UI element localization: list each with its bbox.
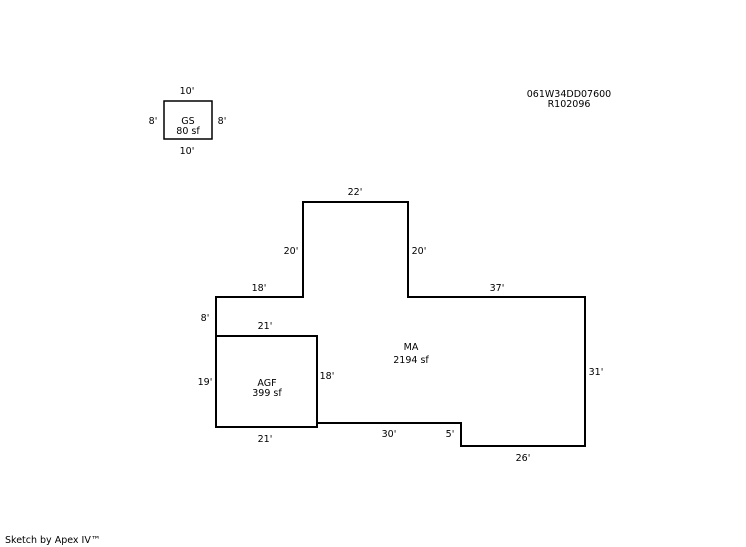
- dim-ma-step-left: 18': [252, 283, 267, 294]
- footer-credit: Sketch by Apex IV™: [5, 535, 100, 546]
- dim-agf-top: 21': [258, 321, 273, 332]
- area-gs-code: GS: [181, 116, 194, 127]
- dim-agf-left: 19': [198, 377, 213, 388]
- dim-ma-left-short: 8': [201, 313, 210, 324]
- agf-outline: [215, 335, 318, 428]
- area-ma-size: 2194 sf: [393, 355, 429, 366]
- area-ma-code: MA: [404, 342, 419, 353]
- dim-gs-left: 8': [149, 116, 158, 127]
- gs-outline: [163, 100, 213, 140]
- dim-ma-top: 22': [348, 187, 363, 198]
- dim-gs-top: 10': [180, 86, 195, 97]
- dim-ma-notch: 5': [446, 429, 455, 440]
- dim-ma-step-right: 37': [490, 283, 505, 294]
- dim-agf-right: 18': [320, 371, 335, 382]
- dim-ma-bottom-right: 26': [516, 453, 531, 464]
- dim-ma-right-upper: 20': [412, 246, 427, 257]
- dim-gs-right: 8': [218, 116, 227, 127]
- dim-gs-bottom: 10': [180, 146, 195, 157]
- dim-ma-bottom-mid: 30': [382, 429, 397, 440]
- dim-ma-right: 31': [589, 367, 604, 378]
- parcel-ref: R102096: [548, 99, 591, 110]
- dim-agf-bottom: 21': [258, 434, 273, 445]
- area-agf-size: 399 sf: [252, 388, 282, 399]
- dim-ma-left-upper: 20': [284, 246, 299, 257]
- ma-outline: [215, 201, 586, 447]
- parcel-id: 061W34DD07600: [527, 89, 611, 100]
- area-agf-code: AGF: [257, 378, 276, 389]
- area-gs-size: 80 sf: [176, 126, 200, 137]
